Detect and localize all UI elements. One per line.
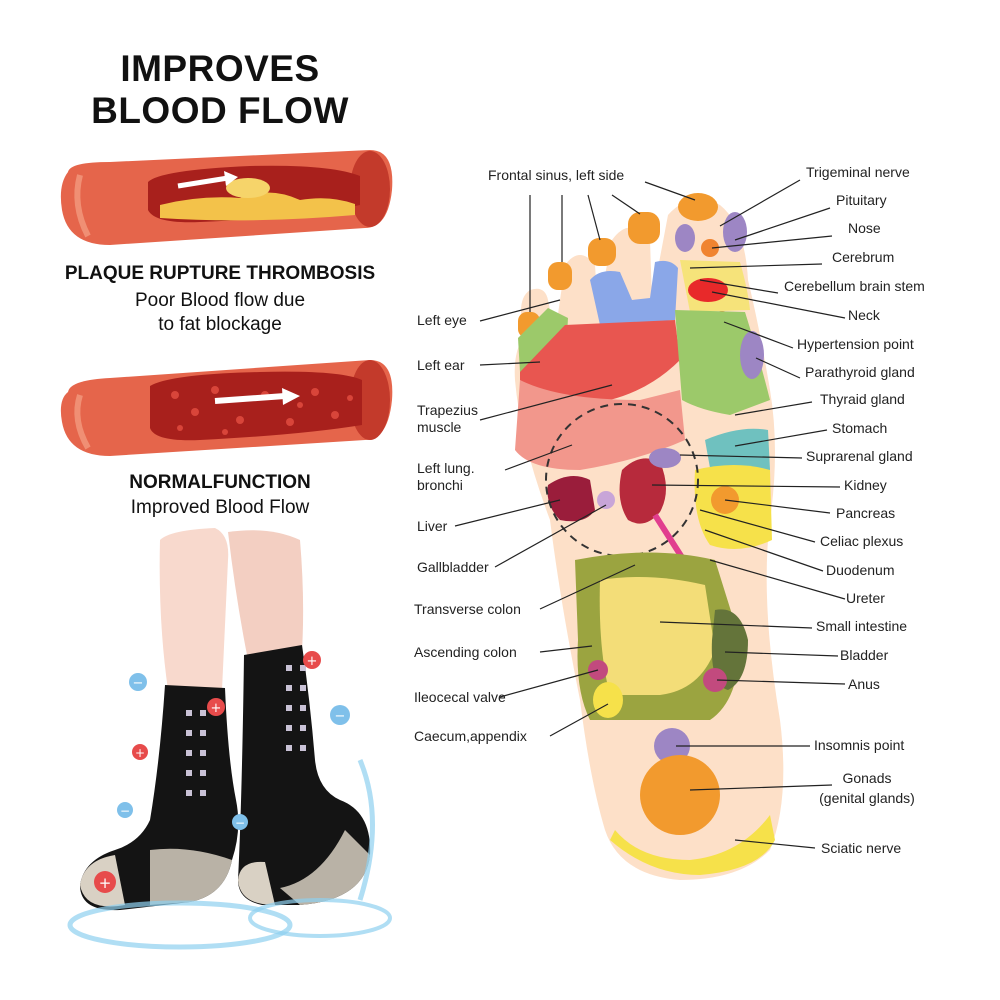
label-neck: Neck	[848, 307, 880, 323]
blocked-caption-line-2: to fat blockage	[158, 314, 282, 335]
label-suprarenal-gland: Suprarenal gland	[806, 448, 913, 464]
svg-text:+: +	[211, 701, 222, 716]
label-gallbladder: Gallbladder	[417, 559, 489, 575]
label-small-intestine: Small intestine	[816, 618, 908, 634]
label-cerebrum: Cerebrum	[832, 249, 895, 265]
normal-artery-illustration	[60, 360, 393, 456]
svg-text:+: +	[135, 746, 145, 760]
label-parathyroid-gland: Parathyroid gland	[805, 364, 915, 380]
label-bladder: Bladder	[840, 647, 889, 663]
svg-text:−: −	[335, 709, 346, 724]
label-pancreas: Pancreas	[836, 505, 896, 521]
label-caecum-appendix: Caecum,appendix	[414, 728, 527, 744]
svg-text:−: −	[120, 804, 130, 818]
normal-caption-line-1: Improved Blood Flow	[130, 497, 310, 518]
label-kidney: Kidney	[844, 477, 887, 493]
label-thyroid-gland: Thyraid gland	[820, 391, 905, 407]
label-trapezius: Trapezius	[417, 402, 478, 418]
label-ileocecal-valve: Ileocecal valve	[414, 689, 506, 705]
label-transverse-colon: Transverse colon	[414, 601, 521, 617]
label-stomach: Stomach	[832, 420, 888, 436]
blocked-title: PLAQUE RUPTURE THROMBOSIS	[64, 263, 376, 284]
label-left-lung: Left lung.	[417, 460, 475, 476]
label-trigeminal-nerve: Trigeminal nerve	[806, 164, 910, 180]
label-hypertension-point: Hypertension point	[797, 336, 914, 352]
label-duodenum: Duodenum	[826, 562, 895, 578]
headline-line-2: BLOOD FLOW	[91, 90, 349, 131]
headline-line-1: IMPROVES	[120, 48, 320, 89]
label-trapezius-muscle: muscle	[417, 419, 462, 435]
label-frontal-sinus: Frontal sinus, left side	[488, 167, 625, 183]
label-liver: Liver	[417, 518, 448, 534]
label-genital-glands: (genital glands)	[819, 790, 915, 806]
label-bronchi: bronchi	[417, 477, 463, 493]
label-insomnis-point: Insomnis point	[814, 737, 905, 753]
socks-illustration: + + + + − − − −	[67, 528, 392, 950]
label-pituitary: Pituitary	[836, 192, 887, 208]
label-ascending-colon: Ascending colon	[414, 644, 517, 660]
label-celiac-plexus: Celiac plexus	[820, 533, 904, 549]
svg-text:−: −	[235, 816, 245, 830]
svg-text:−: −	[133, 676, 144, 691]
label-anus: Anus	[848, 676, 880, 692]
label-left-eye: Left eye	[417, 312, 467, 328]
label-cerebellum-brain-stem: Cerebellum brain stem	[784, 278, 925, 294]
label-sciatic-nerve: Sciatic nerve	[821, 840, 902, 856]
blocked-artery-illustration	[60, 150, 393, 245]
normal-title: NORMALFUNCTION	[129, 472, 311, 493]
svg-text:+: +	[99, 874, 112, 892]
foot-reflexology-map	[454, 179, 846, 880]
label-gonads: Gonads	[842, 770, 892, 786]
label-ureter: Ureter	[846, 590, 885, 606]
svg-text:+: +	[307, 654, 318, 669]
blocked-caption-line-1: Poor Blood flow due	[134, 290, 306, 311]
label-left-ear: Left ear	[417, 357, 465, 373]
label-nose: Nose	[848, 220, 881, 236]
